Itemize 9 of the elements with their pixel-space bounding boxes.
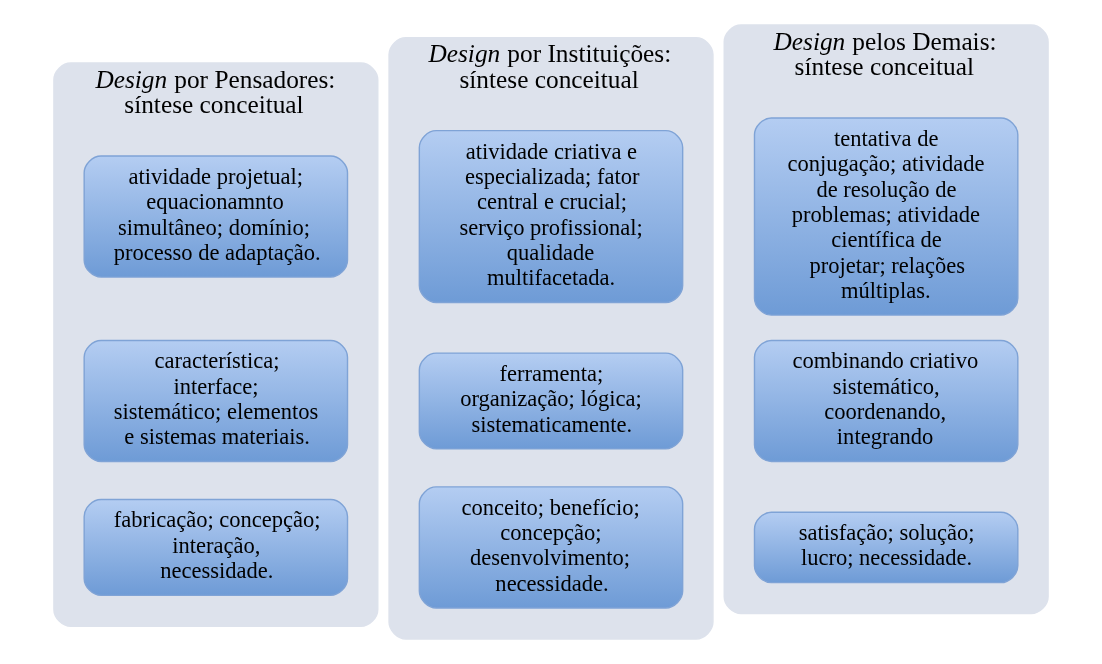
node-box: ferramenta; organização; lógica; sistematicamente.: [418, 352, 684, 450]
node-box: característica; interface; sistemático; elementos e sistemas materiais.: [83, 339, 349, 463]
node-box: combinando criativo sistemático, coordenando, integrando: [753, 339, 1019, 463]
node-box: conceito; benefício; concepção; desenvolvimento; necessidade.: [418, 486, 684, 609]
node-box: fabricação; concepção; interação, necessidade.: [83, 498, 349, 597]
node-box: atividade projetual; equacionamnto simultâneo; domínio; processo de adaptação.: [83, 155, 349, 278]
node-box: tentativa de conjugação; atividade de resolução de problemas; atividade científica de projetar; relações múltiplas.: [753, 117, 1019, 316]
node-box: satisfação; solução; lucro; necessidade.: [753, 511, 1019, 584]
node-box: atividade criativa e especializada; fator central e crucial; serviço profissional; qualidade multifacetada.: [418, 129, 684, 304]
